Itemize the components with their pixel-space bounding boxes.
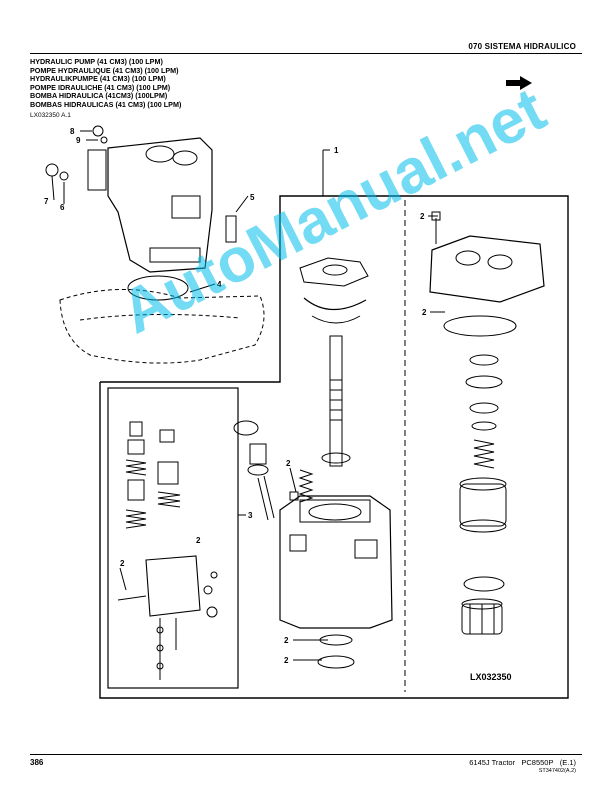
footer-catalog: PC8550P [521, 758, 554, 767]
callout-1: 1 [334, 146, 339, 155]
callout-6: 6 [60, 203, 65, 212]
callout-2b: 2 [422, 308, 427, 317]
callout-4: 4 [217, 280, 222, 289]
footer-rule [30, 754, 582, 755]
right-arrow-icon [506, 76, 532, 90]
figure-id: LX032350 [470, 672, 512, 682]
reference-code: LX032350 A.1 [30, 112, 71, 119]
title-es: BOMBA HIDRAULICA (41CM3) (100LPM) [30, 91, 168, 101]
callout-2c: 2 [284, 636, 289, 645]
title-en: HYDRAULIC PUMP (41 CM3) (100 LPM) [30, 57, 163, 66]
title-it: POMPE IDRAULICHE (41 CM3) (100 LPM) [30, 82, 171, 92]
callout-2e: 2 [120, 559, 125, 568]
callout-9: 9 [76, 136, 81, 145]
part-titles: HYDRAULIC PUMP (41 CM3) (100 LPM) POMPE … [30, 57, 182, 110]
title-de: HYDRAULIKPUMPE (41 CM3) (100 LPM) [30, 74, 166, 84]
footer-model: 6145J Tractor [469, 758, 516, 767]
callout-2d: 2 [284, 656, 289, 665]
footer-info: 6145J Tractor PC8550P (E.1) [469, 758, 576, 767]
callout-2g: 2 [286, 459, 291, 468]
callout-5: 5 [250, 193, 255, 202]
section-title: 070 SISTEMA HIDRAULICO [468, 42, 576, 51]
footer-code: ST347402(A.2) [538, 768, 576, 774]
callout-7: 7 [44, 197, 49, 206]
title-fr: POMPE HYDRAULIQUE (41 CM3) (100 LPM) [30, 65, 179, 75]
callout-3: 3 [248, 511, 253, 520]
header-rule [30, 53, 582, 54]
callout-2a: 2 [420, 212, 425, 221]
title-es2: BOMBAS HIDRAULICAS (41 CM3) (100 LPM) [30, 99, 182, 109]
callout-2f: 2 [196, 536, 201, 545]
page-number: 386 [30, 758, 44, 767]
callout-8: 8 [70, 127, 75, 136]
footer-edition: (E.1) [559, 758, 576, 767]
